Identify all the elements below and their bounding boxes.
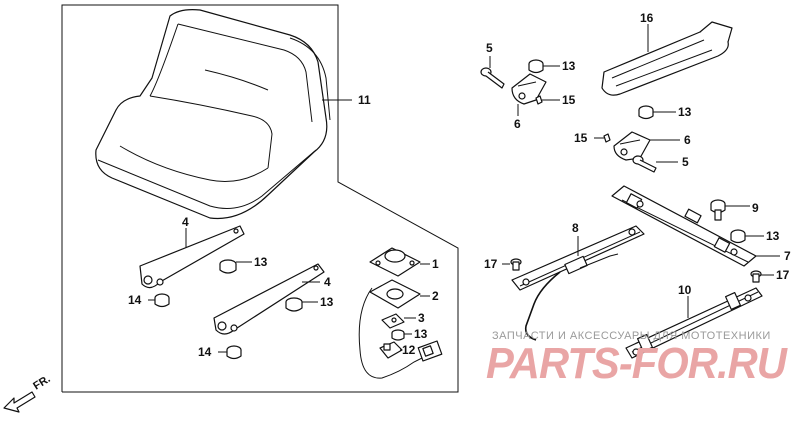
callout-3: 3 xyxy=(418,311,425,325)
callout-2: 2 xyxy=(432,289,439,303)
bolt-9 xyxy=(710,199,726,221)
callout-14-a: 14 xyxy=(128,293,142,307)
nut-13-switch xyxy=(391,329,405,341)
flange-nut-13-right xyxy=(285,297,303,312)
callout-15-top: 15 xyxy=(562,93,576,107)
callout-13-c: 13 xyxy=(414,327,428,341)
seat-group-frame xyxy=(61,4,459,393)
nut-14-bottom xyxy=(226,345,242,360)
callout-9: 9 xyxy=(752,201,759,215)
bolt-5-lower xyxy=(632,155,657,173)
switch-clip xyxy=(381,313,405,329)
callout-7: 7 xyxy=(784,249,791,263)
seat-bracket-left xyxy=(139,225,245,289)
callout-13-f: 13 xyxy=(766,229,780,243)
watermark-tagline: ЗАПЧАСТИ И АКСЕССУАРЫ ДЛЯ МОТОТЕХНИКИ xyxy=(492,330,771,342)
flange-nut-13-left xyxy=(219,259,237,274)
callout-14-b: 14 xyxy=(198,345,212,359)
callout-13-a: 13 xyxy=(254,255,268,269)
callout-13-d: 13 xyxy=(678,105,692,119)
callout-17-a: 17 xyxy=(484,257,498,271)
pin-15-lower xyxy=(603,133,611,143)
bolt-17-left xyxy=(510,258,522,271)
callout-5-bottom: 5 xyxy=(682,155,689,169)
front-direction-arrow-icon xyxy=(3,391,36,413)
callout-4-bottom: 4 xyxy=(324,275,331,289)
callout-12: 12 xyxy=(402,343,416,357)
callout-13-b: 13 xyxy=(320,295,334,309)
latch-hook-upper xyxy=(511,73,547,105)
front-direction-label: FR. xyxy=(31,373,52,393)
callout-11: 11 xyxy=(358,93,371,107)
callout-4-top: 4 xyxy=(182,215,189,229)
wire-connector xyxy=(417,340,443,362)
callout-1: 1 xyxy=(432,257,439,271)
seat-strap xyxy=(601,21,733,96)
watermark-logo: PARTS-FOR.RU xyxy=(486,339,788,388)
callout-15-bottom: 15 xyxy=(574,131,588,145)
seat-rail-8 xyxy=(511,225,645,291)
seat-switch-12 xyxy=(379,341,403,359)
pin-15-upper xyxy=(535,95,543,105)
callout-17-b: 17 xyxy=(776,268,790,282)
nut-13-strap xyxy=(638,105,654,120)
seat-bracket-right xyxy=(213,263,325,335)
callout-10: 10 xyxy=(678,283,692,297)
bolt-5-upper xyxy=(480,67,505,89)
bolt-17-right xyxy=(750,270,762,283)
latch-hook-lower xyxy=(613,131,651,161)
seat-cushion xyxy=(95,9,331,220)
seat-rail-7 xyxy=(611,185,757,267)
callout-5-top: 5 xyxy=(486,41,493,55)
callout-16: 16 xyxy=(640,11,654,25)
callout-13-e: 13 xyxy=(562,59,576,73)
switch-plate xyxy=(369,279,421,309)
callout-8: 8 xyxy=(572,221,579,235)
nut-13-upper xyxy=(528,59,544,74)
callout-6-top: 6 xyxy=(514,117,521,131)
seat-switch-cover xyxy=(369,247,421,277)
callout-6-bottom: 6 xyxy=(684,133,691,147)
nut-14-left xyxy=(154,293,170,308)
seat-rail-10 xyxy=(625,287,763,359)
rail-adjust-lever xyxy=(524,271,561,341)
nut-13-rail xyxy=(730,229,746,244)
switch-wire xyxy=(358,287,427,379)
